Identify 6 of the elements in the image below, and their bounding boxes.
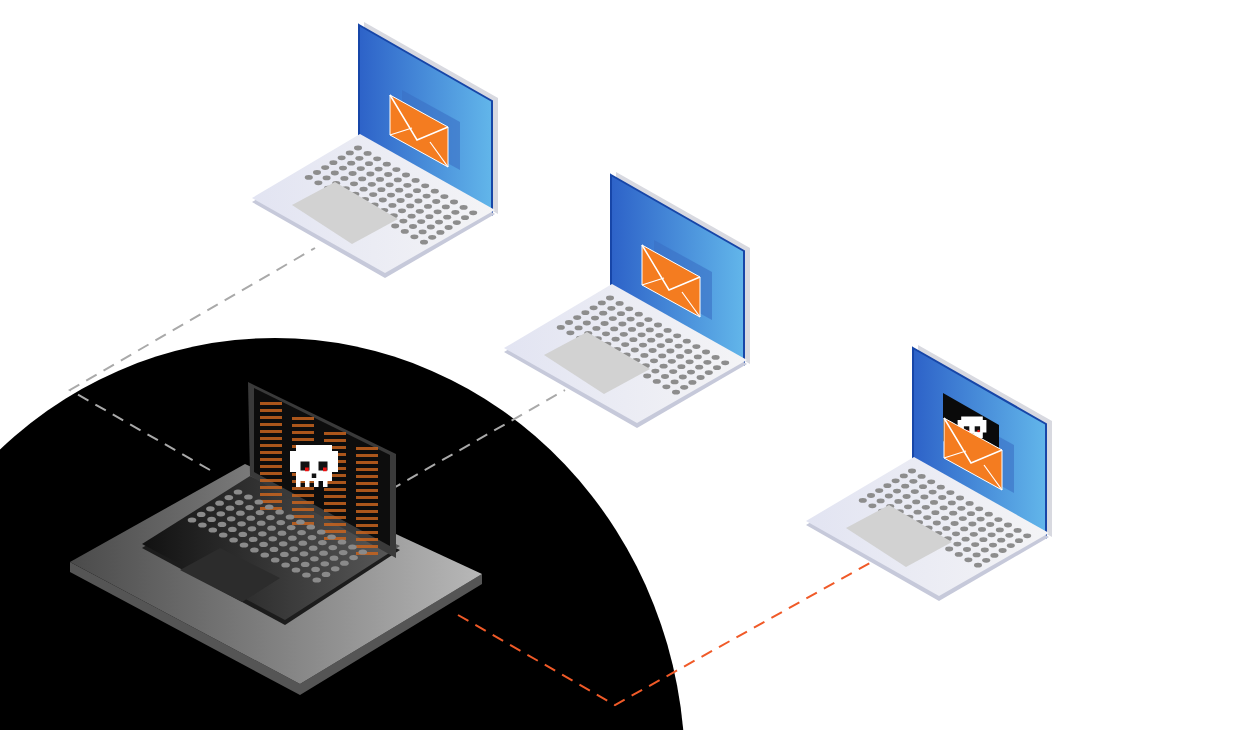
dashed-connector: [68, 247, 316, 471]
laptop-drawing: [252, 22, 498, 278]
dashed-connector: [457, 562, 871, 707]
infected-laptop-drawing: [806, 345, 1052, 601]
laptop-drawing: [504, 172, 750, 428]
hacker-laptop-drawing: [70, 380, 482, 696]
